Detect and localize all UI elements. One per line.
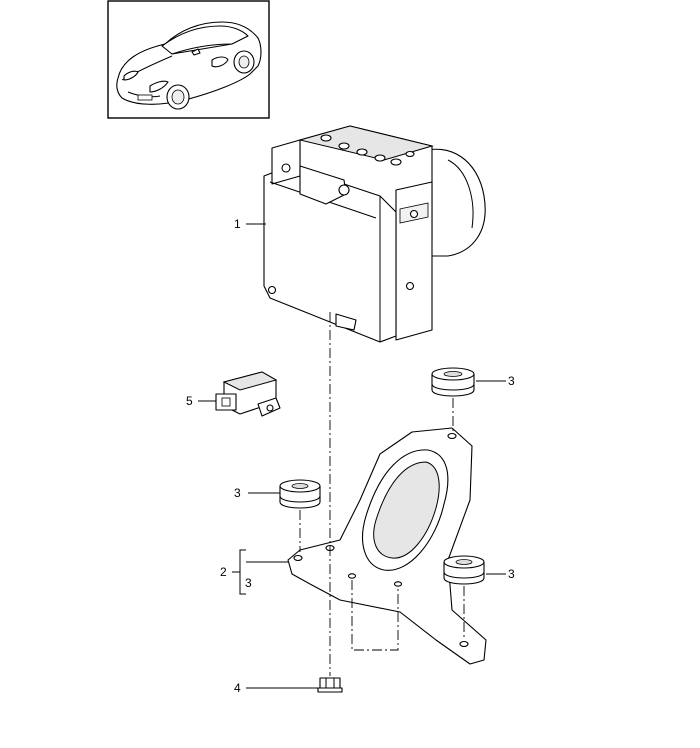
callout-3-middle: 3: [234, 486, 241, 500]
callout-3-upper: 3: [508, 374, 515, 388]
leader-lines: [198, 223, 506, 689]
assembly-lines: [299, 312, 465, 676]
car-illustration: [116, 21, 262, 110]
valve-ports: [320, 134, 415, 166]
vehicle-thumbnail: [107, 0, 270, 119]
callout-3-lower: 3: [508, 567, 515, 581]
sensor-module: [215, 371, 281, 417]
mounting-bracket: [287, 427, 487, 665]
callout-labels: 1 5 3 3 2 3 3 4: [186, 217, 515, 695]
hydraulic-unit: [263, 125, 486, 343]
callout-2-sub: 3: [245, 576, 252, 590]
callout-4: 4: [234, 681, 241, 695]
grommet-upper-right: [431, 367, 475, 397]
grommet-lower-right: [443, 555, 485, 585]
grommet-middle-left: [279, 479, 321, 509]
callout-5: 5: [186, 394, 193, 408]
bolt: [317, 677, 343, 693]
callout-1: 1: [234, 217, 241, 231]
callout-2: 2: [220, 565, 227, 579]
